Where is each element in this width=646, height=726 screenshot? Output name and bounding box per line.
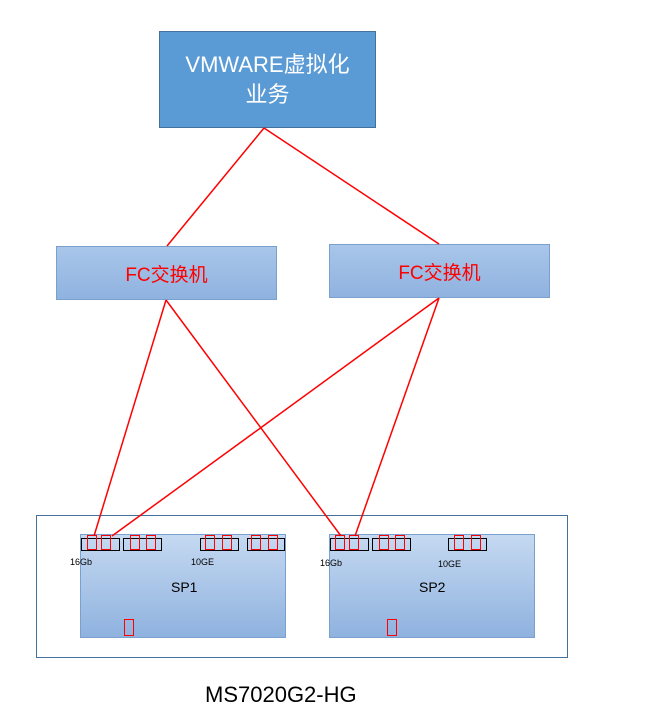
sp1-10ge-label: 10GE [191, 557, 215, 567]
sp1-management-port [124, 619, 134, 636]
sp2-10ge-port-1 [454, 535, 464, 550]
storage-model-label: MS7020G2-HG [205, 682, 357, 707]
link-vm-to-fc-right [263, 127, 440, 245]
sp2-10ge-label: 10GE [438, 559, 462, 569]
sp1-port-group-2 [123, 538, 162, 551]
sp1-label: SP1 [171, 579, 198, 595]
sp2-16gb-label: 16Gb [320, 558, 343, 568]
sp2-fc-port-4 [395, 535, 405, 550]
sp1-fc-port-1 [87, 535, 97, 550]
sp1-port-group-1 [81, 538, 120, 551]
link-vm-to-fc-left [166, 127, 265, 247]
vmware-label-line2: 业务 [245, 81, 290, 107]
link-fc-right-to-sp1 [111, 297, 440, 537]
sp2-fc-port-3 [379, 535, 389, 550]
sp1-port-group-4 [247, 538, 285, 551]
fc-switch-left-label: FC交换机 [125, 264, 208, 286]
sp2-10ge-port-2 [471, 535, 481, 550]
fc-switch-right: FC交换机 [329, 244, 550, 298]
vmware-label-line1: VMWARE虚拟化 [185, 51, 350, 77]
sp1-fc-port-2 [101, 535, 111, 550]
sp1-10ge-port-1 [205, 535, 215, 550]
fc-switch-right-label: FC交换机 [398, 262, 481, 284]
sp1-10ge-port-2 [222, 535, 232, 550]
sp1-10ge-port-3 [251, 535, 261, 550]
sp1-fc-port-3 [130, 535, 140, 550]
link-fc-right-to-sp2 [354, 297, 440, 537]
storage-processor-sp1 [80, 534, 286, 638]
vmware-virtualization-node: VMWARE虚拟化 业务 [159, 31, 376, 128]
link-fc-left-to-sp1 [93, 299, 167, 537]
sp2-fc-port-2 [349, 535, 359, 550]
sp2-management-port [387, 619, 397, 636]
sp2-label: SP2 [419, 579, 446, 595]
sp1-16gb-label: 16Gb [70, 557, 93, 567]
sp2-port-group-2 [372, 538, 411, 551]
sp1-port-group-3 [200, 538, 239, 551]
storage-processor-sp2 [329, 534, 535, 638]
link-fc-left-to-sp2 [165, 299, 342, 537]
fc-switch-left: FC交换机 [56, 246, 277, 300]
sp1-10ge-port-4 [268, 535, 278, 550]
sp1-fc-port-4 [146, 535, 156, 550]
sp2-port-group-3 [448, 538, 487, 551]
